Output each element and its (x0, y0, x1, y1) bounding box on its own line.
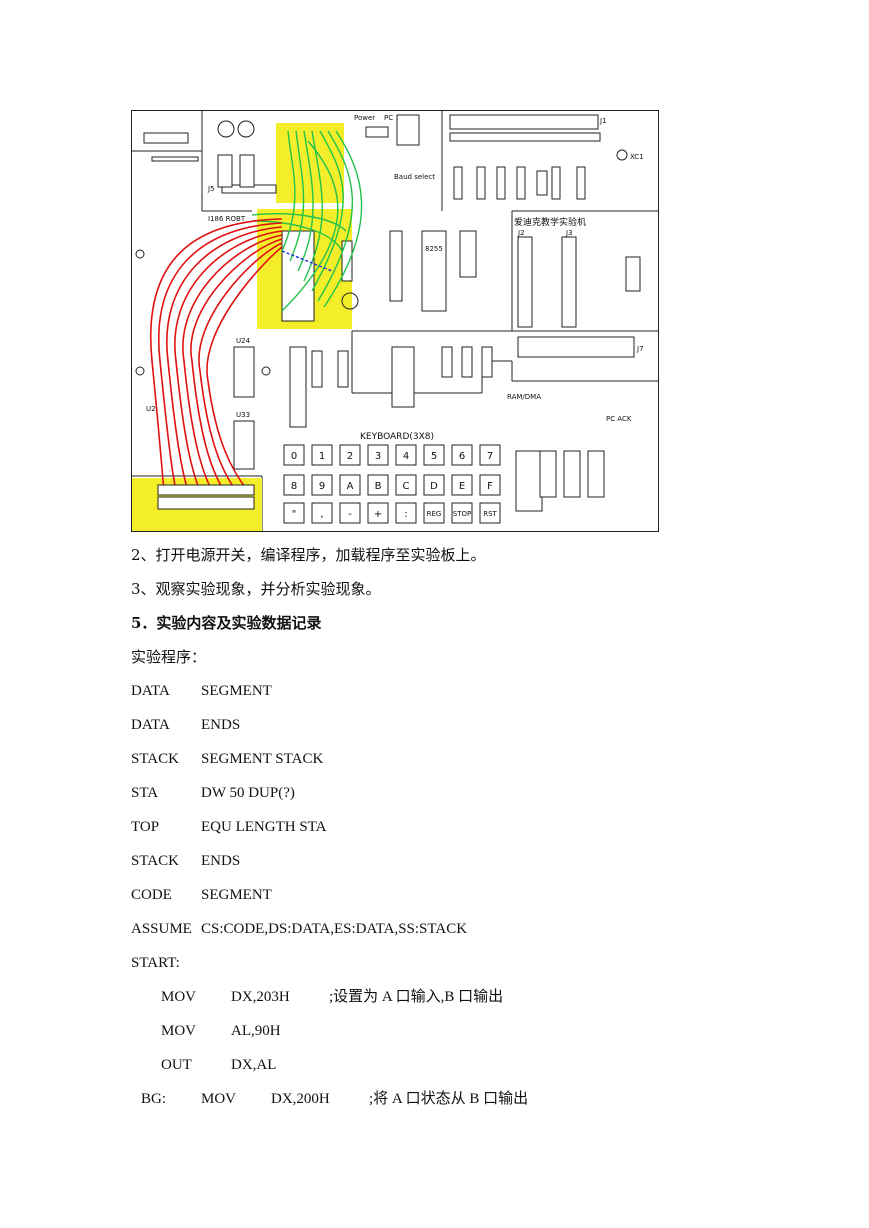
code-line-8-label: ASSUME (131, 921, 192, 937)
board-drawing: J1 XC1 Power PC Baud select J5 I186 ROBT… (132, 111, 658, 531)
code-line-7-label: CODE (131, 887, 172, 903)
board-title: 爱迪克教学实验机 (514, 216, 586, 228)
label-ram-dma: RAM/DMA (507, 393, 541, 401)
key-8: 8 (291, 481, 297, 492)
code-line-1-label: DATA (131, 683, 170, 699)
code-line-11-arg: AL,90H (231, 1023, 281, 1039)
key-e: E (459, 481, 465, 492)
label-xc1: XC1 (630, 153, 644, 161)
label-pc: PC (384, 114, 393, 122)
label-u24: U24 (236, 337, 251, 345)
key-2: 2 (347, 451, 353, 462)
key-c: C (403, 481, 410, 492)
code-line-13-arg: DX,200H (271, 1091, 330, 1107)
label-u33: U33 (236, 411, 250, 419)
key-reg: REG (427, 510, 442, 518)
label-u2: U2 (146, 405, 156, 413)
key-minus: - (348, 509, 352, 520)
program-label: 实验程序： (131, 648, 207, 666)
experiment-board-figure: J1 XC1 Power PC Baud select J5 I186 ROBT… (131, 110, 659, 532)
key-f: F (487, 481, 493, 492)
label-baud: Baud select (394, 173, 435, 181)
label-j5: J5 (207, 185, 215, 193)
code-line-12-op: OUT (161, 1057, 192, 1073)
key-0: 0 (291, 451, 297, 462)
key-rst: RST (483, 510, 497, 518)
label-pc-ack: PC ACK (606, 415, 632, 423)
code-line-13-comment: ;将 A 口状态从 B 口输出 (369, 1091, 529, 1107)
code-line-13-label: BG: (141, 1091, 167, 1107)
code-line-13-op: MOV (201, 1091, 237, 1107)
key-6: 6 (459, 451, 465, 462)
key-4: 4 (403, 451, 409, 462)
step-2-text: 2、打开电源开关，编译程序，加载程序至实验板上。 (131, 546, 486, 564)
code-line-4-body: DW 50 DUP(?) (201, 785, 295, 801)
code-line-11-op: MOV (161, 1023, 197, 1039)
key-3: 3 (375, 451, 381, 462)
code-line-10-comment: ;设置为 A 口输入,B 口输出 (329, 989, 504, 1005)
label-j3: J3 (565, 229, 573, 237)
key-colon: : (404, 509, 407, 520)
code-line-3-body: SEGMENT STACK (201, 751, 324, 767)
key-b: B (375, 481, 382, 492)
code-line-7-body: SEGMENT (201, 887, 272, 903)
code-line-4-label: STA (131, 785, 159, 801)
code-line-8-body: CS:CODE,DS:DATA,ES:DATA,SS:STACK (201, 921, 468, 937)
label-j1: J1 (599, 117, 607, 125)
key-stop: STOP (453, 510, 471, 518)
key-plus: + (374, 509, 382, 520)
key-d: D (430, 481, 438, 492)
label-j2: J2 (517, 229, 525, 237)
code-line-6-label: STACK (131, 853, 179, 869)
code-line-12-arg: DX,AL (231, 1057, 277, 1073)
code-line-1-body: SEGMENT (201, 683, 272, 699)
code-line-2-body: ENDS (201, 717, 241, 733)
key-quote: " (292, 509, 297, 520)
code-line-5-body: EQU LENGTH STA (201, 819, 327, 835)
key-7: 7 (487, 451, 493, 462)
code-line-9-label: START: (131, 955, 180, 971)
label-j7: J7 (636, 345, 644, 353)
code-line-3-label: STACK (131, 751, 179, 767)
key-9: 9 (319, 481, 325, 492)
key-a: A (347, 481, 354, 492)
keyboard-label: KEYBOARD(3X8) (360, 432, 434, 442)
code-line-2-label: DATA (131, 717, 170, 733)
code-line-6-body: ENDS (201, 853, 241, 869)
keyboard-keys: 0 1 2 3 4 5 6 7 8 9 A B C (283, 444, 501, 524)
label-power: Power (354, 114, 375, 122)
key-comma: , (320, 509, 323, 520)
code-line-10-arg: DX,203H (231, 989, 290, 1005)
key-1: 1 (319, 451, 325, 462)
label-chip: 8255 (425, 245, 443, 253)
step-3-text: 3、观察实验现象，并分析实验现象。 (131, 580, 381, 598)
key-5: 5 (431, 451, 437, 462)
code-line-5-label: TOP (131, 819, 160, 835)
code-line-10-op: MOV (161, 989, 197, 1005)
section-5-heading: 5．实验内容及实验数据记录 (131, 614, 322, 632)
label-i186: I186 ROBT (208, 215, 246, 223)
